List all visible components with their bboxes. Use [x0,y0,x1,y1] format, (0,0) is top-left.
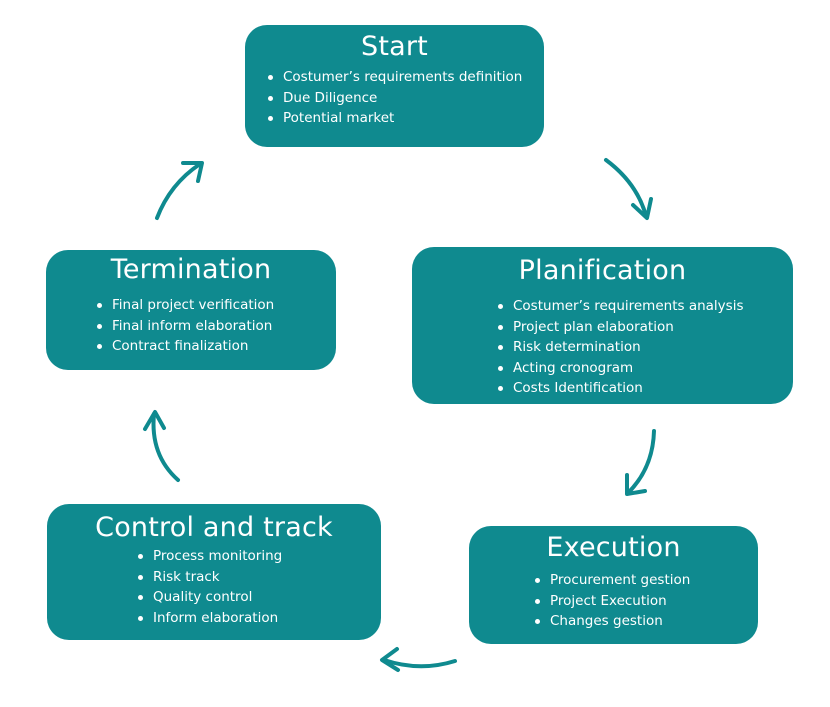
list-item: Acting cronogram [495,358,793,379]
phase-control-items: Process monitoring Risk track Quality co… [135,546,381,628]
list-item: Contract finalization [94,336,336,357]
phase-start-box: Start Costumer’s requirements definition… [245,25,544,147]
list-item: Process monitoring [135,546,381,567]
phase-termination-title: Termination [110,254,272,285]
list-item: Project plan elaboration [495,317,793,338]
list-item: Potential market [265,108,544,129]
phase-termination-items: Final project verification Final inform … [94,295,336,357]
list-item: Inform elaboration [135,608,381,629]
phase-start-items: Costumer’s requirements definition Due D… [265,67,544,129]
phase-planification-title: Planification [518,255,687,286]
phase-control-title: Control and track [95,512,333,543]
phase-execution-items: Procurement gestion Project Execution Ch… [532,570,758,632]
list-item: Project Execution [532,591,758,612]
arrow-termination-to-start [155,161,204,220]
list-item: Final inform elaboration [94,316,336,337]
list-item: Costumer’s requirements analysis [495,296,793,317]
list-item: Costs Identification [495,378,793,399]
list-item: Procurement gestion [532,570,758,591]
list-item: Costumer’s requirements definition [265,67,544,88]
list-item: Quality control [135,587,381,608]
list-item: Due Diligence [265,88,544,109]
arrow-start-to-planification [604,158,653,220]
list-item: Risk track [135,567,381,588]
phase-planification-items: Costumer’s requirements analysis Project… [495,296,793,399]
arrow-control-to-termination [143,410,180,482]
list-item: Final project verification [94,295,336,316]
arrow-planification-to-execution [625,429,656,496]
list-item: Changes gestion [532,611,758,632]
phase-execution-box: Execution Procurement gestion Project Ex… [469,526,758,644]
arrow-execution-to-control [380,647,457,672]
phase-start-title: Start [361,31,428,62]
list-item: Risk determination [495,337,793,358]
phase-planification-box: Planification Costumer’s requirements an… [412,247,793,404]
phase-termination-box: Termination Final project verification F… [46,250,336,370]
phase-execution-title: Execution [546,532,681,563]
phase-control-box: Control and track Process monitoring Ris… [47,504,381,640]
